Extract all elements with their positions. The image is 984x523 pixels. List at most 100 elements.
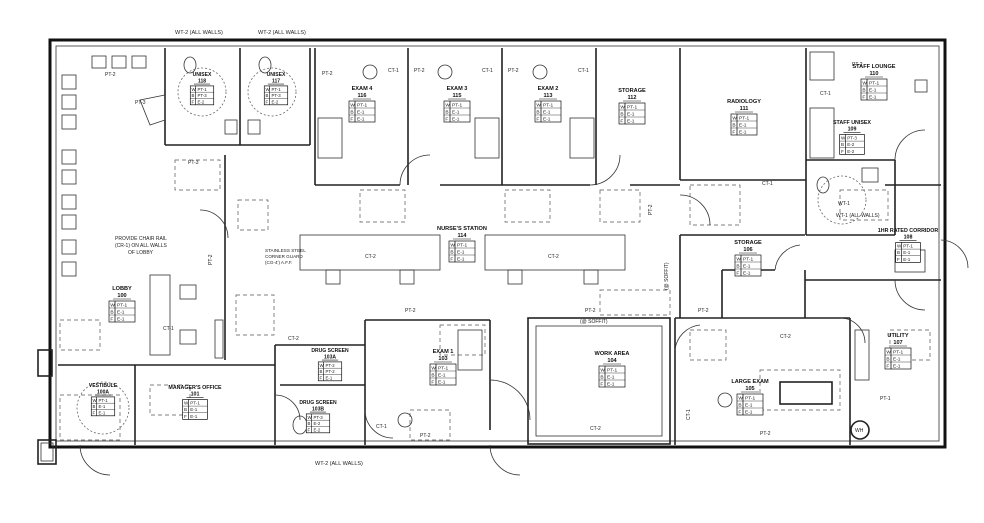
finish-key: W [192, 87, 197, 92]
finish-value: E-1 [743, 263, 751, 269]
notes: WT-2 (ALL WALLS) WT-2 (ALL WALLS) WT-2 (… [115, 30, 880, 467]
finish-value: E-1 [869, 87, 877, 93]
finish-value: PT-1 [869, 80, 879, 86]
finish-value: E-1 [627, 118, 635, 124]
finish-key: B [308, 421, 311, 426]
code-nurse-ct2-a: CT-2 [365, 254, 376, 260]
room-number: 101 [191, 392, 200, 398]
interior-walls [58, 48, 941, 445]
finish-value: PT-1 [627, 104, 637, 110]
finish-value: E-1 [607, 374, 615, 380]
code-lobby-ct1: CT-1 [163, 326, 174, 332]
finish-key: W [266, 87, 271, 92]
finish-key: F [445, 116, 448, 122]
finish-key: B [110, 309, 113, 315]
room-number: 113 [543, 93, 552, 99]
lobby-seating [61, 55, 224, 359]
code-exam1-ct1: CT-1 [376, 424, 387, 430]
finish-tag [305, 413, 331, 434]
finish-key: F [431, 379, 434, 385]
finish-key: F [184, 414, 187, 419]
finish-key: W [600, 367, 605, 373]
room-name: VESTIBULE [89, 383, 118, 389]
finish-tag [895, 242, 921, 263]
finish-value: PT-1 [452, 102, 462, 108]
finish-key: F [110, 316, 113, 322]
room-name: WORK AREA [595, 351, 630, 357]
finish-key: F [732, 129, 735, 135]
finish-key: B [450, 249, 453, 255]
finish-tag [182, 399, 208, 420]
code-hall-pt2: PT-2 [648, 204, 654, 215]
room-name: LOBBY [112, 286, 132, 292]
code-work-ct2: CT-2 [590, 426, 601, 432]
code-large-ct2: CT-2 [780, 334, 791, 340]
finish-value: E-1 [117, 316, 125, 322]
finish-tag [734, 254, 762, 277]
finish-tag [108, 300, 136, 323]
finish-key: B [736, 263, 739, 269]
finish-key: W [93, 398, 98, 403]
finish-value: E-1 [357, 109, 365, 115]
finish-value: E-2 [314, 427, 321, 432]
finish-tag [736, 393, 764, 416]
finish-tag [839, 134, 865, 155]
finish-value: PT-3 [847, 136, 857, 141]
finish-key: W [536, 102, 541, 108]
ceiling-lines [59, 159, 931, 441]
room-number: 105 [745, 386, 754, 392]
code-exam2-pt2: PT-2 [508, 68, 519, 74]
finish-tag [348, 100, 376, 123]
finish-value: E-1 [903, 250, 911, 255]
exterior-walls [37, 38, 947, 465]
room-number: 106 [743, 247, 752, 253]
room-name: EXAM 2 [538, 86, 559, 92]
finish-value: E-1 [869, 94, 877, 100]
code-large-pt2-b: PT-2 [760, 431, 771, 437]
finish-value: E-1 [99, 404, 106, 409]
finish-key: W [732, 115, 737, 121]
code-utility-pt1: PT-1 [880, 396, 891, 402]
code-staff-wt1: WT-1 [838, 201, 850, 207]
note-stainless-3: (CG-4') A.F.F. [265, 260, 292, 265]
finish-key: W [738, 395, 743, 401]
finish-key: W [308, 415, 313, 420]
finish-tag [189, 85, 215, 106]
code-unisex-pt3: PT-3 [188, 160, 199, 166]
room-name: 1HR RATED CORRIDOR [878, 228, 939, 234]
note-stainless-2: CORNER GUARD [265, 254, 303, 259]
code-lobby-side-pt2: PT-2 [208, 254, 214, 265]
finish-key: B [536, 109, 539, 115]
finish-key: B [897, 250, 900, 255]
code-lounge-ct1: CT-1 [820, 91, 831, 97]
room-number: 110 [869, 71, 878, 77]
finish-value: E-1 [739, 122, 747, 128]
finish-value: E-1 [739, 129, 747, 135]
code-exam4-pt2: PT-2 [322, 71, 333, 77]
finish-value: PT-2 [326, 369, 336, 374]
finish-value: PT-1 [607, 367, 617, 373]
note-chair-rail-2: (CR-1) ON ALL WALLS [115, 243, 168, 249]
finish-value: E-2 [847, 142, 855, 147]
finish-key: F [266, 99, 269, 104]
finish-value: E-1 [543, 109, 551, 115]
room-name: RADIOLOGY [727, 99, 761, 105]
finish-value: E-1 [452, 116, 460, 122]
finish-value: E-1 [893, 356, 901, 362]
room-number: 111 [740, 106, 749, 112]
finish-value: E-1 [903, 257, 911, 262]
finish-tag [448, 240, 476, 263]
finish-value: PT-1 [457, 242, 467, 248]
finish-tag [860, 78, 888, 101]
finish-value: PT-1 [357, 102, 367, 108]
finish-value: E-1 [627, 111, 635, 117]
finish-value: PT-1 [198, 87, 208, 92]
finish-tag [618, 102, 646, 125]
room-number: 103B [312, 406, 324, 412]
fixtures [61, 51, 928, 440]
finish-value: PT-1 [117, 302, 127, 308]
